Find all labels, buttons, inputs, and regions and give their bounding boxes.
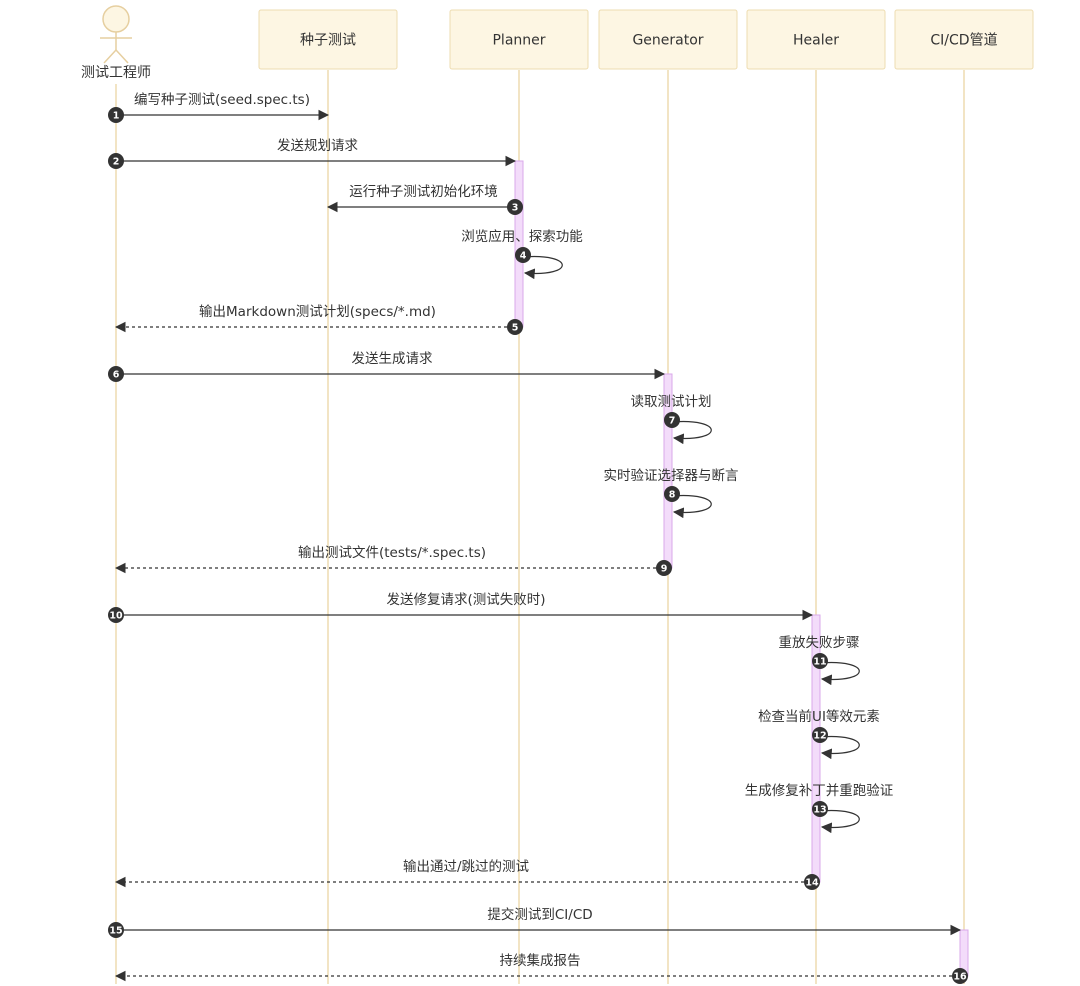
- message-6: 发送生成请求 6: [108, 351, 666, 382]
- sequence-number: 3: [512, 202, 519, 213]
- message-label: 提交测试到CI/CD: [487, 906, 592, 923]
- sequence-number: 14: [805, 877, 819, 888]
- message-label: 检查当前UI等效元素: [758, 708, 880, 725]
- message-arrow: [671, 494, 712, 519]
- sequence-number-badge: 7: [664, 412, 680, 428]
- message-16: 持续集成报告 16: [114, 953, 968, 984]
- sequence-number-badge: 16: [952, 968, 968, 984]
- sequence-number: 10: [109, 610, 123, 621]
- sequence-number: 8: [669, 489, 676, 500]
- message-label: 重放失败步骤: [779, 635, 860, 651]
- message-10: 发送修复请求(测试失败时) 10: [108, 591, 814, 623]
- message-label: 发送规划请求: [277, 138, 358, 154]
- message-arrow: [522, 255, 563, 280]
- message-14: 输出通过/跳过的测试 14: [114, 859, 820, 890]
- message-label: 浏览应用、探索功能: [461, 228, 583, 245]
- participant-box-generator: [598, 9, 738, 70]
- sequence-number-badge: 8: [664, 486, 680, 502]
- sequence-number-badge: 10: [108, 607, 124, 623]
- sequence-number-badge: 3: [507, 199, 523, 215]
- message-12: 检查当前UI等效元素 12: [758, 708, 880, 760]
- participant-label-generator: Generator: [632, 33, 703, 49]
- sequence-number-badge: 11: [812, 653, 828, 669]
- sequence-number: 13: [813, 804, 826, 815]
- participant-label-seed: 种子测试: [300, 33, 356, 49]
- participant-box-cicd: [894, 9, 1034, 70]
- message-label: 输出通过/跳过的测试: [403, 859, 530, 875]
- sequence-number-badge: 13: [812, 801, 828, 817]
- sequence-number: 2: [113, 156, 120, 167]
- sequence-number: 11: [813, 656, 826, 667]
- message-label: 发送生成请求: [352, 351, 433, 367]
- participant-label-planner: Planner: [492, 33, 545, 49]
- message-11: 重放失败步骤 11: [779, 635, 860, 686]
- message-7: 读取测试计划 7: [631, 394, 712, 445]
- message-13: 生成修复补丁并重跑验证 13: [745, 782, 894, 834]
- message-15: 提交测试到CI/CD 15: [108, 906, 962, 938]
- message-5: 输出Markdown测试计划(specs/*.md) 5: [114, 304, 523, 335]
- sequence-number: 9: [661, 563, 668, 574]
- message-3: 运行种子测试初始化环境 3: [326, 183, 523, 215]
- sequence-number: 1: [113, 110, 120, 121]
- message-label: 编写种子测试(seed.spec.ts): [134, 92, 310, 108]
- sequence-number-badge: 15: [108, 922, 124, 938]
- message-9: 输出测试文件(tests/*.spec.ts) 9: [114, 545, 672, 576]
- sequence-number-badge: 4: [515, 247, 531, 263]
- message-8: 实时验证选择器与断言 8: [604, 468, 739, 519]
- message-2: 发送规划请求 2: [108, 138, 517, 169]
- sequence-number: 16: [953, 971, 967, 982]
- message-4: 浏览应用、探索功能 4: [461, 228, 583, 280]
- message-label: 生成修复补丁并重跑验证: [745, 782, 894, 799]
- sequence-number-badge: 5: [507, 319, 523, 335]
- sequence-number: 15: [109, 925, 122, 936]
- message-label: 持续集成报告: [500, 953, 581, 969]
- sequence-number-badge: 1: [108, 107, 124, 123]
- sequence-number: 7: [669, 415, 676, 426]
- sequence-number-badge: 9: [656, 560, 672, 576]
- message-label: 实时验证选择器与断言: [604, 468, 739, 484]
- message-arrow: [819, 809, 860, 834]
- message-1: 编写种子测试(seed.spec.ts) 1: [108, 92, 330, 123]
- person-icon: [100, 5, 132, 64]
- participant-label-cicd: CI/CD管道: [930, 33, 997, 49]
- actor-label: 测试工程师: [81, 65, 151, 81]
- message-label: 发送修复请求(测试失败时): [386, 591, 545, 608]
- sequence-number: 6: [113, 369, 120, 380]
- message-label: 运行种子测试初始化环境: [349, 183, 498, 200]
- message-label: 输出测试文件(tests/*.spec.ts): [298, 545, 486, 561]
- message-label: 读取测试计划: [631, 394, 712, 410]
- message-arrow: [819, 661, 860, 686]
- participant-box-seed: [258, 9, 398, 70]
- message-arrow: [819, 735, 860, 760]
- sequence-number: 5: [512, 322, 519, 333]
- sequence-number-badge: 14: [804, 874, 820, 890]
- participant-label-healer: Healer: [793, 33, 839, 49]
- sequence-number: 4: [520, 250, 527, 261]
- participant-box-planner: [449, 9, 589, 70]
- message-arrow: [671, 420, 712, 445]
- sequence-number: 12: [813, 730, 826, 741]
- participant-box-healer: [746, 9, 886, 70]
- message-label: 输出Markdown测试计划(specs/*.md): [199, 304, 436, 320]
- sequence-number-badge: 2: [108, 153, 124, 169]
- sequence-number-badge: 6: [108, 366, 124, 382]
- sequence-number-badge: 12: [812, 727, 828, 743]
